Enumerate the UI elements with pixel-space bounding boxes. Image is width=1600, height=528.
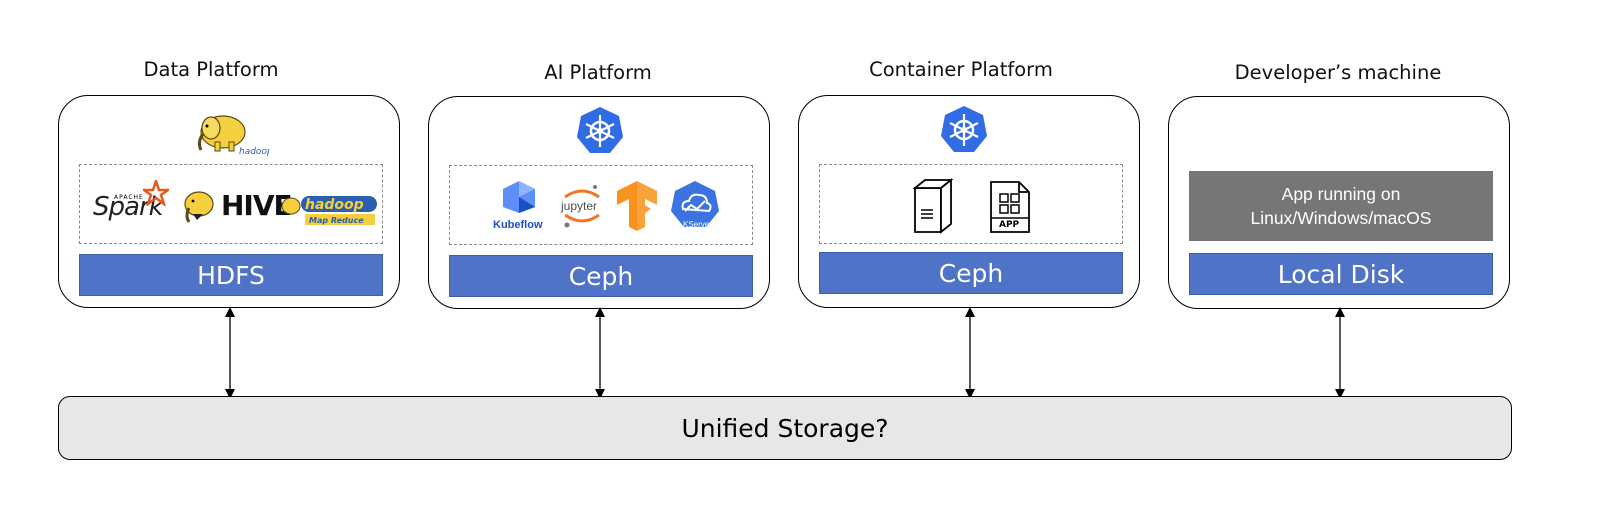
panel-data-platform: hadoop APACHE Spark HIVE hadoop Map Redu… <box>58 95 400 308</box>
server-icon <box>912 178 954 234</box>
panel-title-developer-machine: Developer’s machine <box>1234 61 1442 84</box>
tools-frame-data-platform <box>79 164 383 244</box>
jupyter-icon <box>564 185 600 228</box>
hadoop-elephant-small-icon <box>184 191 214 223</box>
hadoop-elephant-icon: hadoop <box>197 115 269 157</box>
panel-title-container-platform: Container Platform <box>869 58 1053 81</box>
app-running-line2: Linux/Windows/macOS <box>1250 208 1432 228</box>
storage-bar-ceph-ai: Ceph <box>449 255 753 297</box>
hive-logo: HIVE <box>221 189 293 222</box>
app-file-label: APP <box>999 220 1020 230</box>
panel-title-data-platform: Data Platform <box>143 58 279 81</box>
app-running-box: App running on Linux/Windows/macOS <box>1189 171 1493 241</box>
storage-bar-local-disk: Local Disk <box>1189 253 1493 295</box>
svg-text:Map Reduce: Map Reduce <box>309 216 364 225</box>
kserve-label: KServe <box>683 220 710 229</box>
svg-text:hadoop: hadoop <box>305 197 364 213</box>
storage-bar-hdfs: HDFS <box>79 254 383 296</box>
kserve-icon <box>671 181 719 227</box>
unified-storage-box: Unified Storage? <box>58 396 1512 460</box>
hadoop-mapreduce-logo: hadoop Map Reduce <box>281 196 377 225</box>
storage-bar-ceph-container: Ceph <box>819 252 1123 294</box>
kubeflow-label: Kubeflow <box>493 219 543 231</box>
panel-ai-platform: Kubeflow jupyter KServe Ceph <box>428 96 770 309</box>
jupyter-label: jupyter <box>561 199 598 213</box>
kubernetes-icon <box>577 107 623 153</box>
kubeflow-icon <box>503 181 535 213</box>
tools-frame-ai-platform <box>449 165 753 245</box>
app-file-icon <box>990 181 1030 233</box>
svg-text:hadoop: hadoop <box>239 147 269 157</box>
panel-container-platform: APP Ceph <box>798 95 1140 308</box>
spark-logo-prefix: APACHE <box>114 194 144 201</box>
kubernetes-icon <box>941 106 987 152</box>
tools-frame-container-platform <box>819 164 1123 244</box>
tensorflow-icon <box>617 181 657 231</box>
spark-logo: Spark <box>93 192 164 222</box>
spark-star-icon <box>143 180 169 206</box>
panel-title-ai-platform: AI Platform <box>544 61 652 84</box>
app-running-line1: App running on <box>1281 184 1401 204</box>
